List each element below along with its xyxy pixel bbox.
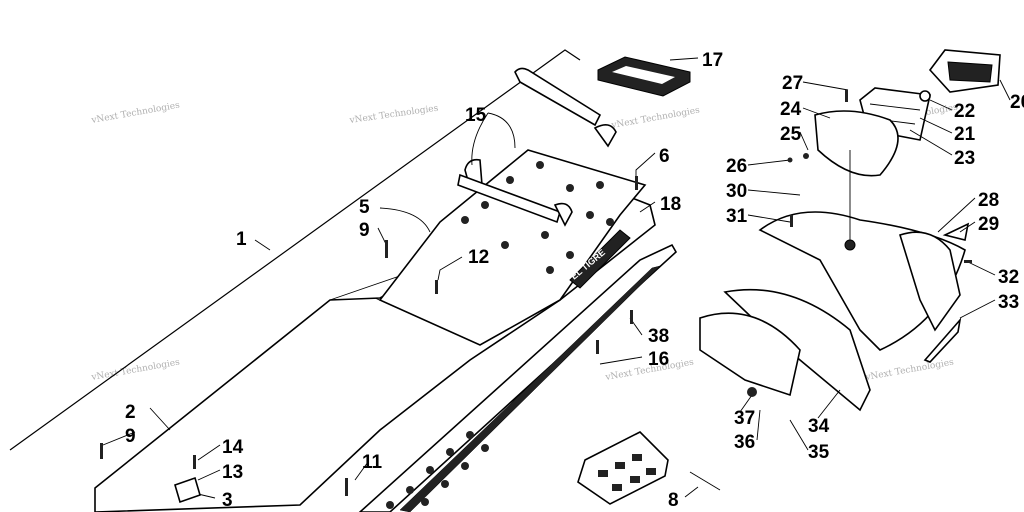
callout-32: 32	[998, 267, 1019, 288]
callout-36: 36	[734, 432, 755, 453]
callout-8: 8	[668, 490, 679, 511]
callout-26: 26	[726, 156, 747, 177]
callout-30: 30	[726, 181, 747, 202]
watermark: vNext Technologies	[610, 106, 701, 132]
callout-12: 12	[468, 247, 489, 268]
callout-20: 20	[1010, 92, 1024, 113]
callout-34: 34	[808, 416, 830, 437]
callout-27: 27	[782, 73, 803, 94]
callout-17: 17	[702, 50, 723, 71]
callout-25: 25	[780, 124, 802, 145]
callout-5: 5	[359, 197, 370, 218]
top-decal	[597, 56, 691, 97]
callout-22: 22	[954, 101, 975, 122]
leader-lines	[102, 57, 1011, 499]
callout-24: 24	[780, 99, 802, 120]
watermark: vNext Technologies	[864, 358, 955, 384]
callout-21: 21	[954, 124, 976, 145]
watermark: vNext Technologies	[348, 104, 439, 127]
callout-13: 13	[222, 462, 243, 483]
callout-16: 16	[648, 349, 669, 370]
callout-11: 11	[362, 452, 383, 473]
callout-38: 38	[648, 326, 669, 347]
grab-handles	[457, 67, 617, 227]
callout-29: 29	[978, 214, 999, 235]
callout-1: 1	[236, 229, 247, 250]
callout-35: 35	[808, 442, 830, 463]
hardware	[100, 90, 972, 496]
callout-9-upper: 9	[359, 220, 370, 241]
callout-18: 18	[660, 194, 681, 215]
callout-28: 28	[978, 190, 999, 211]
callout-15: 15	[465, 105, 487, 126]
rear-hood	[699, 110, 970, 412]
rear-bracket	[577, 431, 721, 505]
callout-31: 31	[726, 206, 748, 227]
tunnel-assembly: EL TIGRE	[9, 49, 678, 512]
callout-3: 3	[222, 490, 233, 511]
callout-6: 6	[659, 146, 670, 167]
callout-14: 14	[222, 437, 244, 458]
callout-33: 33	[998, 292, 1019, 313]
callout-labels: 1 2 3 5 6 8 9 9 11 12 13 14 15 16 17 18 …	[125, 50, 1024, 511]
watermark: vNext Technologies	[90, 101, 181, 127]
tunnel-holes	[386, 161, 614, 509]
callout-2: 2	[125, 402, 136, 423]
callout-9-lower: 9	[125, 426, 136, 447]
watermark: vNext Technologies	[90, 358, 181, 384]
callout-37: 37	[734, 408, 755, 429]
callout-23: 23	[954, 148, 975, 169]
bracket-13	[174, 476, 201, 504]
